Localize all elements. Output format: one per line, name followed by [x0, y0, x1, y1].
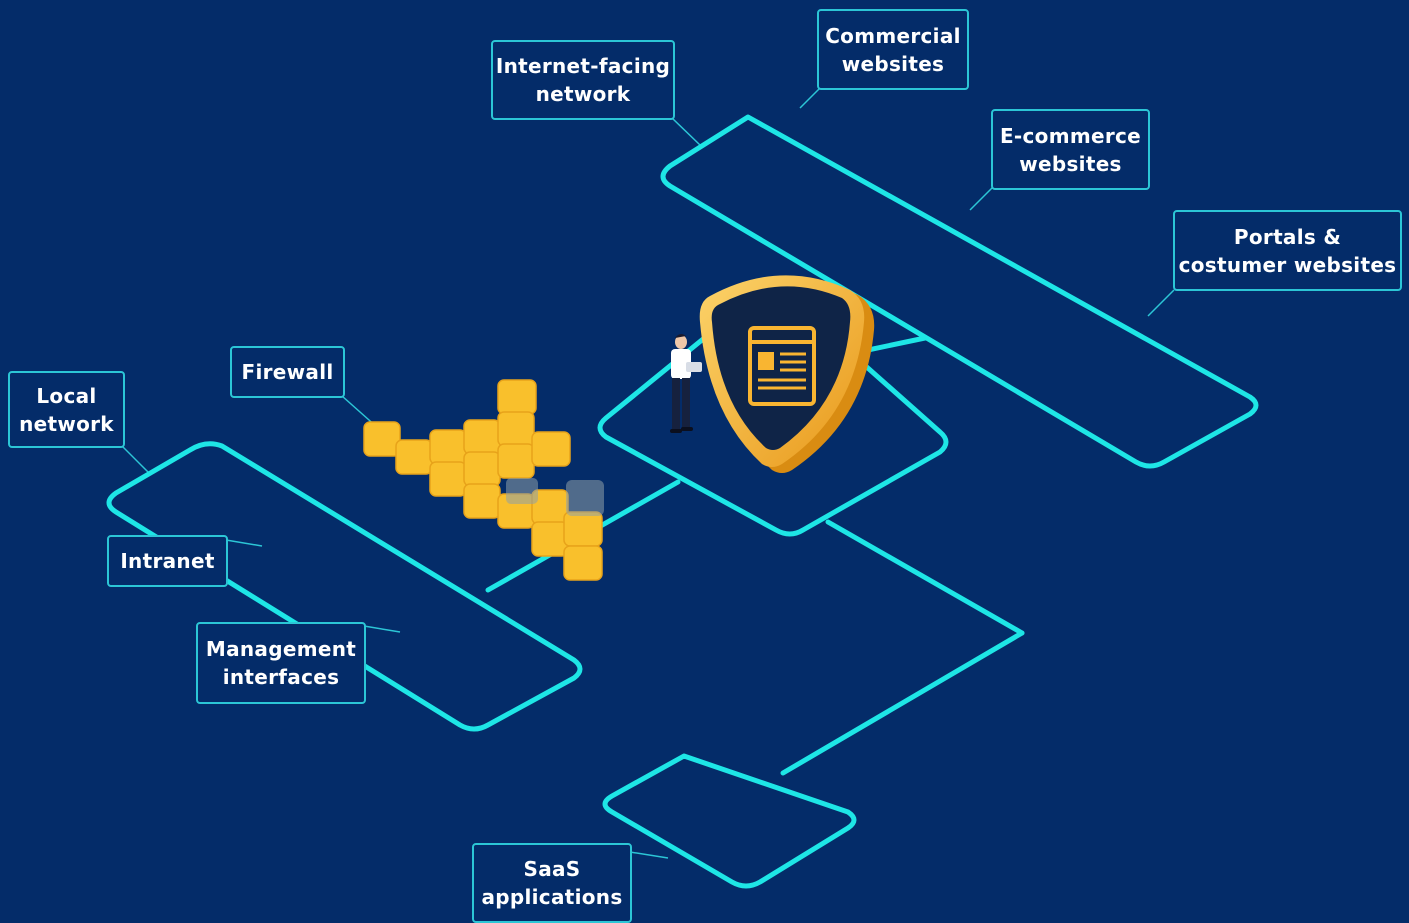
- label-local-network: Local network: [8, 371, 125, 448]
- firewall-bricks-icon: [363, 379, 604, 581]
- link-hub-to-saas: [780, 630, 1025, 776]
- saas-platform: [602, 753, 857, 889]
- link-shield-to-hub: [825, 519, 1025, 636]
- internet-facing-network-platform: [660, 114, 1259, 469]
- label-firewall: Firewall: [230, 346, 345, 398]
- label-saas-applications: SaaS applications: [472, 843, 632, 923]
- label-portals-customer-websites: Portals & costumer websites: [1173, 210, 1402, 291]
- label-commercial-websites: Commercial websites: [817, 9, 969, 90]
- label-internet-facing-network: Internet-facing network: [491, 40, 675, 120]
- label-ecommerce-websites: E-commerce websites: [991, 109, 1150, 190]
- person-with-laptop-icon: [670, 334, 702, 433]
- callout-leaders: [121, 87, 1175, 859]
- protection-platform: [597, 280, 949, 537]
- shield-icon: [699, 275, 875, 473]
- local-network-platform: [106, 441, 583, 732]
- label-intranet: Intranet: [107, 535, 228, 587]
- network-lines: [106, 114, 1259, 889]
- label-management-interfaces: Management interfaces: [196, 622, 366, 704]
